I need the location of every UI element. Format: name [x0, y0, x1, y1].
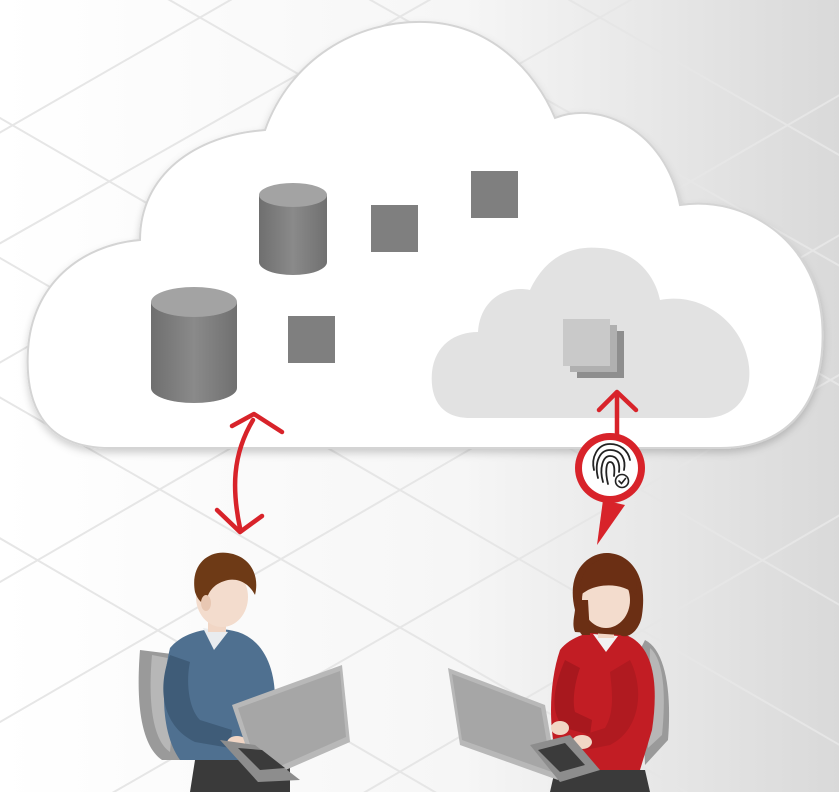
file-block-3 [288, 316, 335, 363]
database-cylinder-large [151, 287, 237, 403]
man-laptop [220, 665, 350, 782]
file-block-2 [471, 171, 518, 218]
double-arrow-icon [214, 411, 285, 535]
up-arrow-icon [596, 389, 639, 438]
stacked-files-icon [563, 319, 624, 378]
woman-laptop [448, 668, 600, 782]
database-cylinder-small [259, 183, 327, 275]
file-block-1 [371, 205, 418, 252]
woman-user-figure [550, 552, 670, 792]
fingerprint-check-icon [575, 433, 645, 545]
